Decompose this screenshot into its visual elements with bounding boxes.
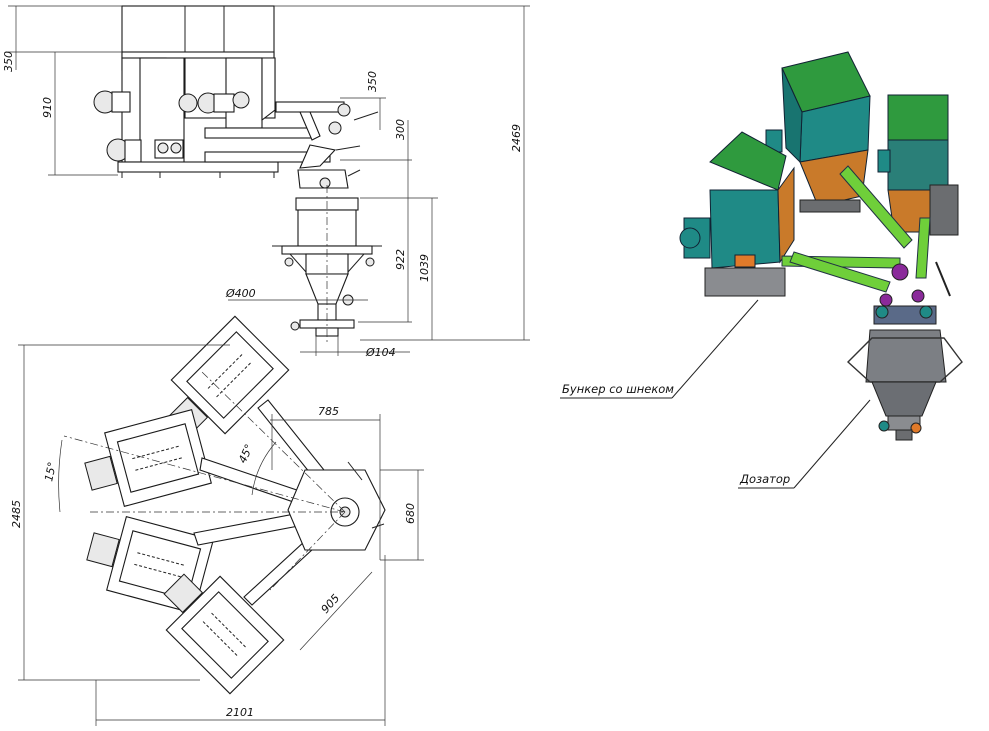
- dim-dia104: Ø104: [365, 346, 396, 359]
- doser-callout-label: Дозатор: [739, 472, 790, 486]
- dim-785: 785: [318, 405, 339, 418]
- dim-2101: 2101: [226, 706, 254, 719]
- hopper-callout-label: Бункер со шнеком: [562, 382, 674, 396]
- dim-905: 905: [319, 592, 343, 616]
- dim-350-right: 350: [366, 71, 379, 92]
- dim-45deg: 45°: [236, 442, 256, 465]
- dim-910: 910: [41, 97, 54, 118]
- dim-dia400: Ø400: [225, 287, 256, 300]
- isometric-view: [679, 51, 963, 441]
- dim-922: 922: [394, 249, 407, 270]
- dim-2469: 2469: [510, 124, 523, 152]
- dim-2485: 2485: [10, 500, 23, 528]
- plan-view: [18, 315, 424, 726]
- side-view: [8, 5, 530, 356]
- dim-680: 680: [404, 503, 417, 524]
- dim-15deg: 15°: [42, 461, 59, 483]
- dim-1039: 1039: [418, 254, 431, 282]
- dim-350-top: 350: [2, 51, 15, 72]
- dim-300: 300: [394, 119, 407, 140]
